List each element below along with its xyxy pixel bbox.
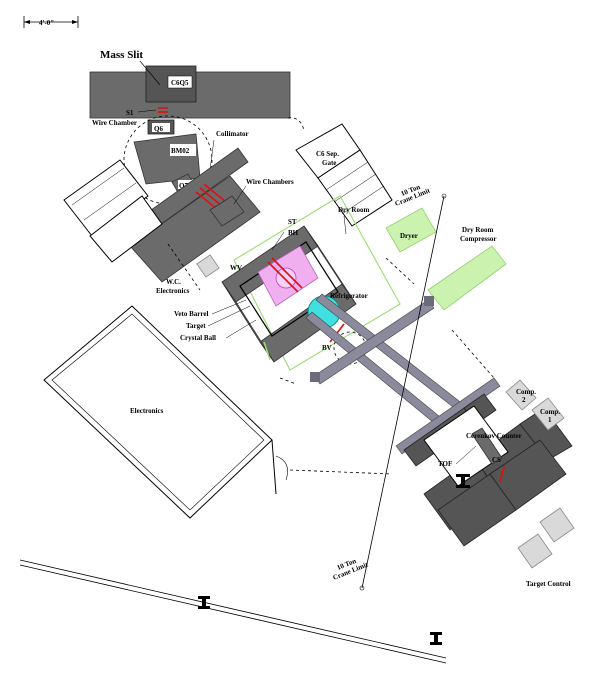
bm02-label: BM02	[171, 147, 190, 155]
mass-slit-label: Mass Slit	[100, 49, 143, 61]
dryer	[385, 207, 437, 253]
c6-gate-label-1: C6 Sep.	[316, 150, 339, 158]
hatched-block	[63, 159, 149, 237]
crystal-ball-label: Crystal Ball	[180, 334, 216, 342]
refrigerator-label: Refrigerator	[330, 292, 368, 300]
collimator-label: Collimator	[216, 130, 249, 138]
i-beam-symbol-wall-2	[430, 632, 442, 645]
i-beam-symbol-target	[456, 474, 470, 488]
q6-label: Q6	[154, 125, 163, 133]
dry-room-compressor	[427, 245, 507, 311]
cerenkov-label: Cerenkov Counter	[466, 432, 522, 440]
scale-label: 4'-0"	[39, 19, 54, 27]
dry-room-outline	[233, 195, 401, 371]
q7-label: Q7	[179, 182, 188, 190]
beam-girders	[305, 293, 501, 455]
scale-bar: 4'-0"	[23, 16, 79, 28]
target-area-shielding	[403, 393, 573, 547]
mass-slit-assembly: Mass Slit C6Q5	[89, 49, 291, 119]
wc-electronics-box	[196, 254, 220, 278]
bm02-magnet	[133, 133, 201, 185]
comp2-label-2: 2	[522, 396, 526, 404]
bm02-swing-circle	[123, 115, 213, 205]
wire-chambers-label: Wire Chambers	[246, 178, 294, 186]
comp1-label-1: Comp.	[540, 408, 560, 416]
compressor-label-2: Compressor	[460, 235, 496, 243]
c6q5-label: C6Q5	[171, 79, 189, 87]
compressor-2	[505, 379, 537, 411]
hatched-block-lower	[89, 195, 163, 263]
compressor-label-1: Dry Room	[462, 226, 493, 234]
crane-limit-line	[361, 195, 445, 589]
target-label: Target	[186, 322, 206, 330]
st-label: ST	[288, 218, 297, 226]
cs-label: CS	[492, 456, 501, 464]
wv-label: WV	[230, 264, 242, 272]
target-control-cabinet-2	[539, 507, 575, 543]
s1-label: S1	[126, 109, 134, 117]
c6-gate-label-2: Gate	[322, 159, 336, 167]
comp1-label-2: 1	[548, 416, 552, 424]
s1-counter: S1 Wire Chamber	[92, 107, 168, 127]
tof-label: TOF	[438, 460, 452, 468]
wire-chamber-box	[209, 195, 245, 227]
wc-electronics-label-2: Electronics	[156, 287, 190, 295]
target-control-label: Target Control	[526, 580, 571, 588]
veto-barrel-label: Veto Barrel	[174, 310, 208, 318]
south-wall	[19, 559, 447, 664]
dryer-label: Dryer	[400, 232, 418, 240]
wc-electronics-label-1: W.C.	[166, 278, 181, 286]
compressor-1	[531, 397, 565, 431]
electronics-label: Electronics	[130, 407, 164, 415]
comp2-label-1: Comp.	[516, 388, 536, 396]
wire-chamber-label: Wire Chamber	[92, 119, 137, 127]
dry-room-label: Dry Room	[338, 206, 369, 214]
i-beam-symbol-wall-1	[198, 596, 210, 609]
cerenkov-counter	[471, 427, 503, 465]
target-control-cabinet-1	[517, 533, 553, 569]
bv-label: BV	[322, 344, 332, 352]
bh-label: BH	[288, 229, 299, 237]
